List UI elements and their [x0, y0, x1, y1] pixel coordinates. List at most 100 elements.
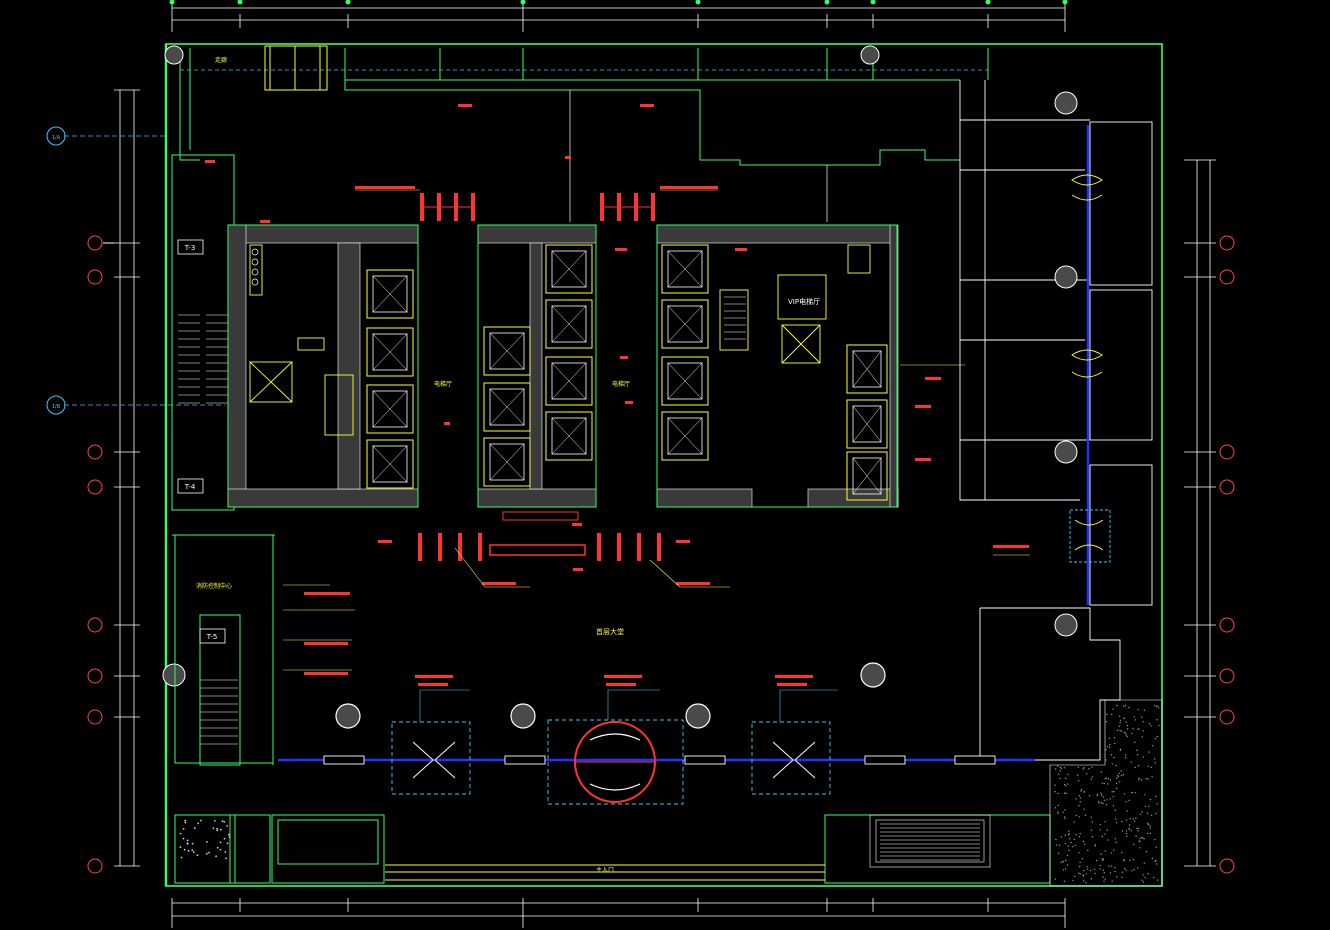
- annotation-tag: [915, 458, 931, 461]
- landscape-dot: [1137, 827, 1140, 829]
- landscape-dot: [1123, 705, 1125, 708]
- gate-post: [418, 533, 422, 561]
- landscape-dot: [1087, 849, 1089, 852]
- landscape-dot: [1104, 833, 1106, 835]
- fire-control-label: 消防控制中心: [196, 582, 232, 590]
- landscape-dot: [1142, 721, 1145, 723]
- landscape-dot: [1063, 767, 1066, 769]
- landscape-dot: [1088, 767, 1090, 770]
- landscape-dot: [1139, 847, 1141, 849]
- landscape-dot: [1156, 863, 1158, 865]
- annotation-leaders: [283, 189, 1030, 671]
- landscape-dot: [1111, 791, 1113, 793]
- landscape-dot: [1134, 766, 1136, 769]
- landscape-dot: [1066, 854, 1069, 857]
- landscape-dot: [1147, 832, 1149, 835]
- landscape-dot: [1130, 761, 1132, 763]
- paving-dot: [191, 849, 194, 852]
- landscape-dot: [1116, 777, 1118, 779]
- landscape-dot: [1129, 859, 1131, 861]
- landscape-dot: [1138, 778, 1140, 781]
- landscape-dot: [1099, 864, 1101, 867]
- paving-dot: [226, 842, 229, 845]
- landscape-dot: [1147, 823, 1150, 826]
- landscape-dot: [1057, 852, 1060, 854]
- room-label: 走廊: [215, 56, 227, 64]
- landscape-dot: [1106, 713, 1108, 715]
- annotation-tag: [676, 540, 690, 543]
- annotation-tag: [615, 248, 627, 251]
- landscape-dot: [1108, 865, 1110, 867]
- landscape-dot: [1094, 872, 1096, 875]
- landscape-dot: [1146, 812, 1149, 814]
- gate-post: [438, 533, 442, 561]
- landscape-dot: [1098, 800, 1100, 803]
- landscape-dot: [1142, 730, 1145, 732]
- landscape-dot: [1147, 778, 1149, 780]
- elevator-car-cross: [372, 445, 408, 483]
- annotation-tag: [260, 220, 270, 223]
- landscape-dot: [1067, 773, 1069, 776]
- landscape-dot: [1142, 874, 1144, 876]
- landscape-dot: [1091, 766, 1093, 768]
- landscape-dot: [1108, 746, 1111, 749]
- landscape-dot: [1080, 790, 1082, 792]
- paving-dot: [191, 842, 194, 845]
- landscape-dot: [1057, 792, 1059, 795]
- landscape-dot: [1142, 756, 1144, 758]
- landscape-dot: [1152, 745, 1154, 747]
- elevator-car: [667, 362, 703, 400]
- elevator-car: [372, 390, 408, 428]
- landscape-dot: [1065, 785, 1067, 787]
- landscape-dot: [1121, 852, 1123, 854]
- annotation-tag: [572, 523, 582, 526]
- landscape-dot: [1099, 823, 1102, 826]
- landscape-dot: [1123, 717, 1125, 719]
- landscape-dot: [1079, 801, 1082, 803]
- entrance-doors: [412, 741, 816, 779]
- elevator-car-cross: [551, 417, 587, 455]
- landscape-dot: [1100, 802, 1103, 804]
- landscape-dot: [1090, 829, 1093, 831]
- gate-post: [458, 533, 462, 561]
- paving-dot: [226, 825, 229, 827]
- paving-dot: [213, 820, 216, 822]
- annotation-tag: [993, 545, 1029, 548]
- paving-dot: [186, 839, 189, 842]
- elevator-car: [551, 250, 587, 288]
- landscape-dot: [1078, 872, 1080, 874]
- elevator-car-cross: [667, 250, 703, 288]
- elevator-car: [852, 350, 882, 388]
- landscape-dot: [1082, 840, 1085, 843]
- west-core-internals: [249, 244, 354, 436]
- annotation-tag: [573, 568, 583, 571]
- landscape-dot: [1060, 836, 1063, 838]
- landscape-dot: [1099, 829, 1101, 831]
- landscape-dot: [1069, 838, 1071, 840]
- landscape-dot: [1111, 763, 1114, 765]
- landscape-dot: [1120, 730, 1123, 732]
- landscape-dot: [1148, 805, 1150, 807]
- landscape-dot: [1133, 843, 1135, 845]
- annotation-tag: [676, 582, 710, 585]
- landscape-dot: [1079, 865, 1081, 868]
- annotation-tag: [735, 248, 747, 251]
- annotation-tag: [482, 582, 516, 585]
- landscape-dot: [1064, 859, 1067, 862]
- south-facade-frames: [323, 755, 996, 765]
- landscape-dot: [1056, 765, 1059, 767]
- landscape-dot: [1090, 778, 1092, 780]
- landscape-dot: [1056, 844, 1058, 846]
- landscape-dot: [1100, 792, 1102, 794]
- landscape-dot: [1142, 881, 1145, 883]
- landscape-dot: [1054, 807, 1057, 809]
- vip-hall-label: VIP电梯厅: [788, 297, 820, 306]
- landscape-dot: [1104, 821, 1106, 823]
- annotation-tag: [304, 672, 348, 675]
- south-external-zone: [174, 814, 1051, 884]
- landscape-dot: [1105, 720, 1108, 723]
- elevator-car-cross: [667, 417, 703, 455]
- landscape-dot: [1123, 731, 1125, 734]
- north-service-zone: [179, 48, 990, 222]
- landscape-dot: [1078, 816, 1080, 818]
